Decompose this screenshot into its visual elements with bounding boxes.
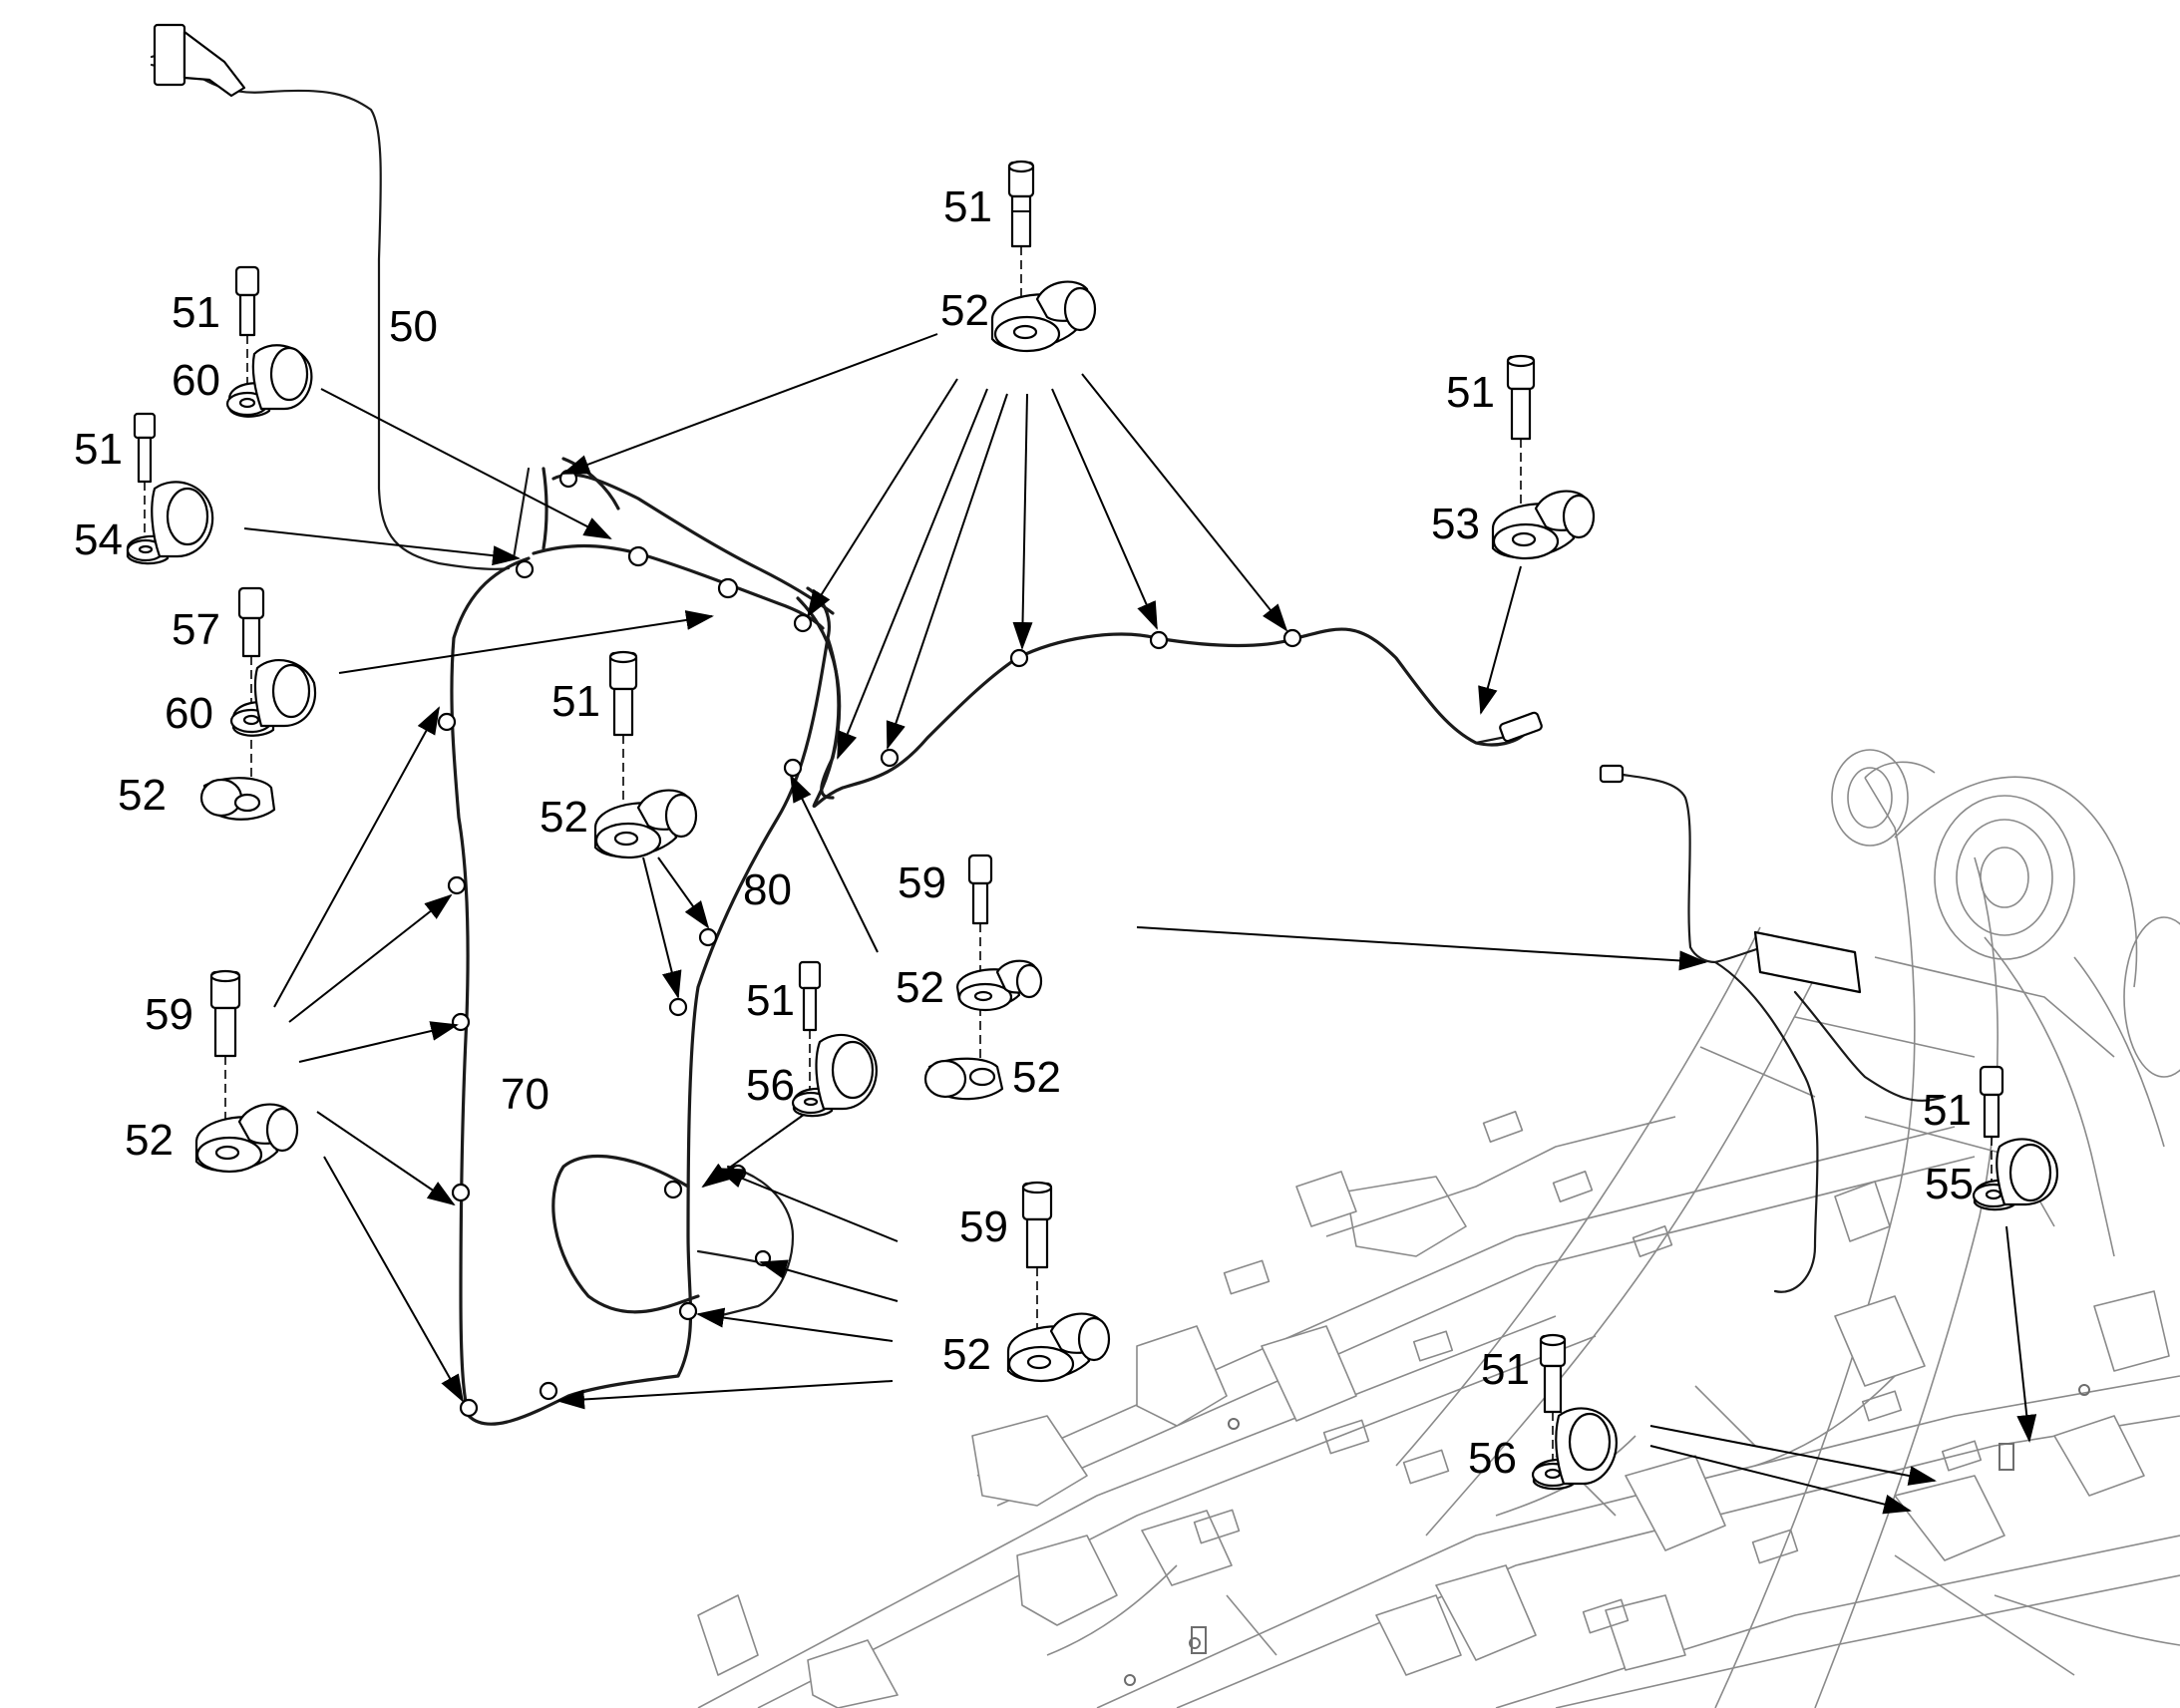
- callout-54: 54: [74, 515, 123, 564]
- clamp-54-icon: [126, 481, 214, 565]
- clamp-53-icon: [1491, 490, 1596, 560]
- clamp-56-middle-icon: [791, 1033, 878, 1118]
- callout-51: 51: [74, 425, 123, 474]
- connector-80-icon: [1499, 711, 1543, 743]
- callout-70: 70: [501, 1070, 549, 1119]
- clamp-56-right-icon: [1531, 1407, 1618, 1491]
- callout-51: 51: [172, 288, 220, 337]
- bolt-51-top-center-icon: [1007, 160, 1035, 319]
- callout-52: 52: [125, 1116, 174, 1165]
- callout-52: 52: [940, 286, 989, 335]
- callout-60: 60: [172, 356, 220, 405]
- callout-50: 50: [389, 302, 438, 351]
- leader-lines: [243, 333, 2037, 1515]
- bolt-51-right-top-icon: [1506, 354, 1536, 528]
- callout-51: 51: [746, 976, 795, 1025]
- clamp-52-left-a-icon: [199, 777, 276, 821]
- connector-boom-icon: [1599, 764, 1625, 784]
- harness-clips: [437, 469, 1302, 1418]
- clamp-52-lower-icon: [1006, 1312, 1111, 1383]
- bolt-51-middle-icon: [608, 650, 638, 828]
- clamp-52-left-b-icon: [194, 1103, 299, 1174]
- callout-59: 59: [898, 858, 946, 907]
- callout-59: 59: [959, 1202, 1008, 1251]
- callout-52: 52: [1012, 1053, 1061, 1102]
- callout-52: 52: [118, 771, 167, 820]
- callout-56: 56: [1468, 1434, 1517, 1483]
- callout-55: 55: [1925, 1160, 1974, 1208]
- clamp-55-icon: [1972, 1138, 2058, 1211]
- clamp-52-middle-right-b-icon: [923, 1057, 1004, 1101]
- machine-frame: [697, 749, 2180, 1708]
- bolt-59-left-icon: [209, 969, 241, 1142]
- callout-53: 53: [1431, 500, 1480, 548]
- callout-51: 51: [551, 677, 600, 726]
- hardware: [126, 160, 2058, 1491]
- bolt-51-right-mid-icon: [1979, 1065, 2004, 1196]
- callout-80: 80: [743, 865, 792, 914]
- bolt-59-middle-icon: [967, 854, 993, 1077]
- callout-51: 51: [943, 182, 992, 231]
- bolt-59-lower-icon: [1021, 1181, 1053, 1351]
- clamp-60-left-a-icon: [225, 344, 313, 418]
- boom-harness: [1609, 771, 1857, 1293]
- callout-60: 60: [165, 689, 213, 738]
- clamp-52-middle-icon: [593, 789, 698, 859]
- clamp-52-top-center-icon: [990, 280, 1097, 353]
- callout-51: 51: [1446, 368, 1495, 417]
- connector-boot-icon: [182, 30, 246, 98]
- bolt-51-left-b-icon: [133, 412, 157, 548]
- boom-junction-box-icon: [1753, 930, 1862, 994]
- callout-56: 56: [746, 1061, 795, 1110]
- callout-52: 52: [540, 793, 588, 842]
- bolt-51-right-low-icon: [1539, 1333, 1567, 1474]
- harness-80: [812, 627, 1528, 809]
- connector-50-icon: [153, 23, 186, 87]
- callout-52: 52: [896, 963, 944, 1012]
- clamp-52-middle-right-a-icon: [955, 959, 1043, 1012]
- callout-51: 51: [1923, 1086, 1972, 1135]
- callout-59: 59: [145, 990, 193, 1039]
- callout-labels: 50 51 60 51 54 57 60 52 51 52 51 52 51 5…: [74, 182, 1974, 1483]
- callout-52: 52: [942, 1330, 991, 1379]
- callout-57: 57: [172, 605, 220, 654]
- clamp-60-left-b-icon: [229, 659, 317, 737]
- bolt-51-left-a-icon: [234, 265, 260, 399]
- callout-51: 51: [1481, 1345, 1530, 1394]
